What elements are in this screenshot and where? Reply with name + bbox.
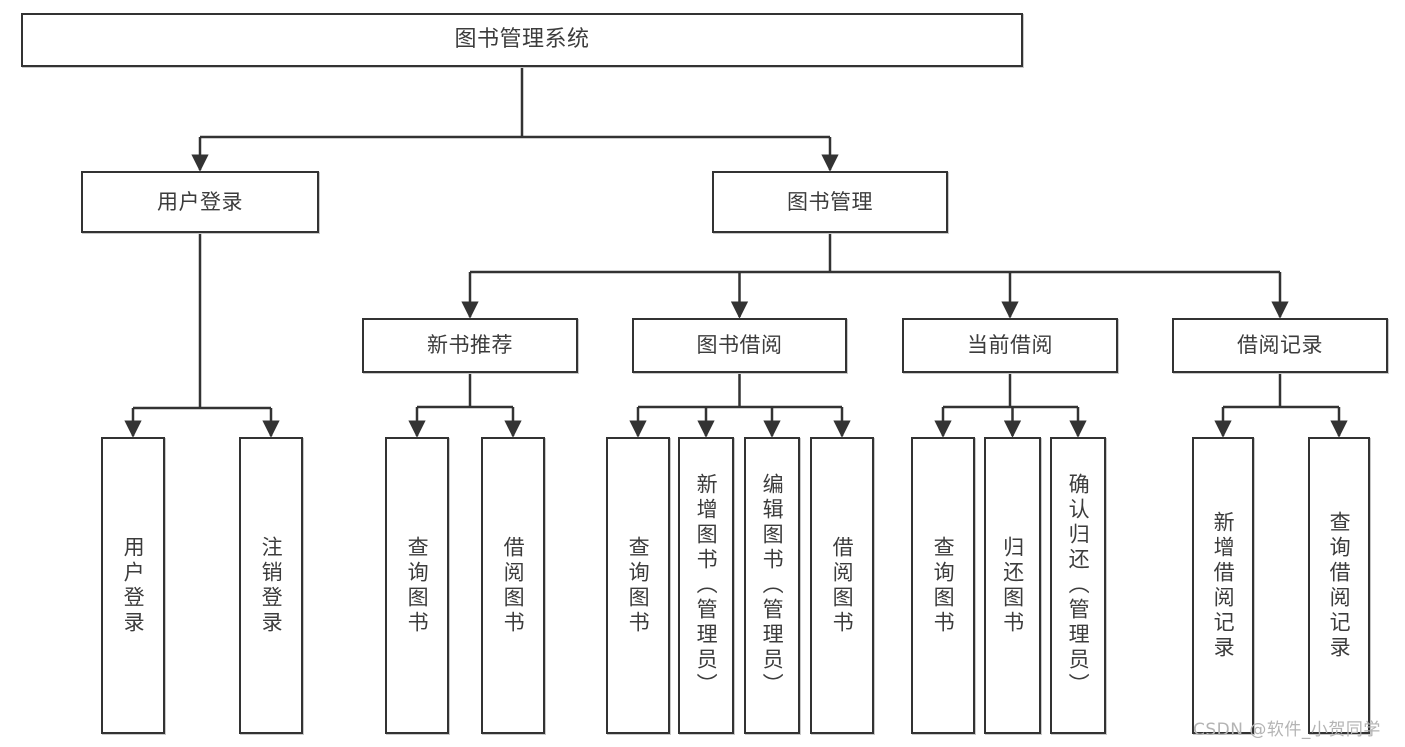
node-leaf-add-book[interactable]: 新增图书（管理员） — [678, 437, 734, 734]
watermark-text: CSDN @软件_小贺同学 — [1193, 720, 1381, 740]
node-label: 查询图书 — [626, 535, 651, 636]
node-label: 新增借阅记录 — [1211, 510, 1236, 661]
node-label: 借阅记录 — [1237, 333, 1323, 358]
node-label: 确认归还（管理员） — [1066, 473, 1091, 698]
node-leaf-user-login[interactable]: 用户登录 — [101, 437, 165, 734]
node-label: 借阅图书 — [830, 535, 855, 636]
node-root[interactable]: 图书管理系统 — [21, 13, 1023, 67]
node-label: 用户登录 — [157, 189, 243, 214]
node-leaf-query-book-1[interactable]: 查询图书 — [385, 437, 449, 734]
node-label: 查询借阅记录 — [1327, 510, 1352, 661]
node-book-manage[interactable]: 图书管理 — [712, 171, 948, 233]
node-leaf-query-record[interactable]: 查询借阅记录 — [1308, 437, 1370, 734]
node-leaf-logout-login[interactable]: 注销登录 — [239, 437, 303, 734]
node-label: 新增图书（管理员） — [694, 473, 719, 698]
node-label: 编辑图书（管理员） — [760, 473, 785, 698]
node-label: 注销登录 — [259, 535, 284, 636]
node-leaf-borrow-book-2[interactable]: 借阅图书 — [810, 437, 874, 734]
node-leaf-borrow-book-1[interactable]: 借阅图书 — [481, 437, 545, 734]
node-leaf-query-book-3[interactable]: 查询图书 — [911, 437, 975, 734]
node-label: 借阅图书 — [501, 535, 526, 636]
node-label: 归还图书 — [1000, 535, 1025, 636]
node-label: 查询图书 — [931, 535, 956, 636]
node-leaf-confirm-return[interactable]: 确认归还（管理员） — [1050, 437, 1106, 734]
node-leaf-add-record[interactable]: 新增借阅记录 — [1192, 437, 1254, 734]
node-label: 图书管理 — [787, 189, 873, 214]
node-leaf-return-book[interactable]: 归还图书 — [984, 437, 1041, 734]
node-label: 图书借阅 — [696, 333, 783, 358]
node-current-borrow[interactable]: 当前借阅 — [902, 318, 1118, 373]
node-new-book-recommend[interactable]: 新书推荐 — [362, 318, 578, 373]
node-label: 图书管理系统 — [454, 27, 590, 53]
node-leaf-query-book-2[interactable]: 查询图书 — [606, 437, 670, 734]
node-label: 新书推荐 — [427, 333, 513, 358]
node-label: 用户登录 — [121, 535, 146, 636]
node-book-borrow[interactable]: 图书借阅 — [632, 318, 847, 373]
node-label: 当前借阅 — [967, 333, 1053, 358]
node-user-login[interactable]: 用户登录 — [81, 171, 319, 233]
node-borrow-record[interactable]: 借阅记录 — [1172, 318, 1388, 373]
node-leaf-edit-book[interactable]: 编辑图书（管理员） — [744, 437, 800, 734]
node-label: 查询图书 — [405, 535, 430, 636]
